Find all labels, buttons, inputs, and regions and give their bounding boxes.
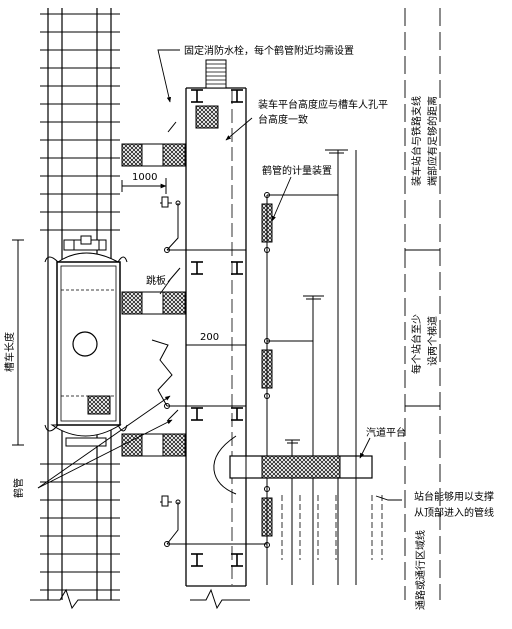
label-metering: 鹤管的计量装置 <box>262 164 332 177</box>
diagram-labels: 固定消防水栓，每个鹤管附近均需设置 装车平台高度应与槽车人孔平 台高度一致 鹤管… <box>3 44 494 610</box>
i-beam-column <box>191 553 203 567</box>
i-beam-column <box>191 89 203 103</box>
leader-lines <box>37 49 402 501</box>
i-beam-column <box>231 89 243 103</box>
i-beam-column <box>191 261 203 275</box>
zone-dividers <box>404 8 441 600</box>
gangplanks <box>121 143 187 457</box>
label-platform-height: 装车平台高度应与槽车人孔平 <box>258 98 388 111</box>
i-beam-column <box>231 553 243 567</box>
label-right-bottom-2: 从顶部进入的管线 <box>414 506 494 519</box>
i-beam-column <box>191 407 203 421</box>
label-tank-length: 槽车长度 <box>3 332 16 372</box>
i-beam-column <box>231 261 243 275</box>
loading-platform <box>165 59 247 587</box>
label-right-top-1: 装车站台与铁路支线 <box>410 96 423 186</box>
label-distance-200: 200 <box>200 332 219 343</box>
i-beam-column <box>231 407 243 421</box>
label-right-mid-2: 设两个梯道 <box>426 316 439 366</box>
railway-track <box>30 8 250 610</box>
label-fixed-fire-hydrant: 固定消防水栓，每个鹤管附近均需设置 <box>184 44 354 57</box>
metering-devices <box>164 192 273 548</box>
label-pass-platform: 汽道平台 <box>366 426 406 439</box>
label-right-bottom-1: 站台能够用以支撑 <box>414 490 494 503</box>
label-gangplank: 跳板 <box>146 274 166 287</box>
pass-platform <box>229 455 383 560</box>
label-right-top-2: 端部应有足够的距离 <box>426 96 439 186</box>
label-platform-height-2: 台高度一致 <box>258 113 308 126</box>
label-distance-1000: 1000 <box>132 172 157 183</box>
tank-car <box>44 235 128 447</box>
label-crane-pipe: 鹤管 <box>12 478 25 498</box>
label-right-mid-1: 每个站台至少 <box>410 314 423 374</box>
label-bottom-vertical: 通路或通行区域线 <box>414 530 427 610</box>
